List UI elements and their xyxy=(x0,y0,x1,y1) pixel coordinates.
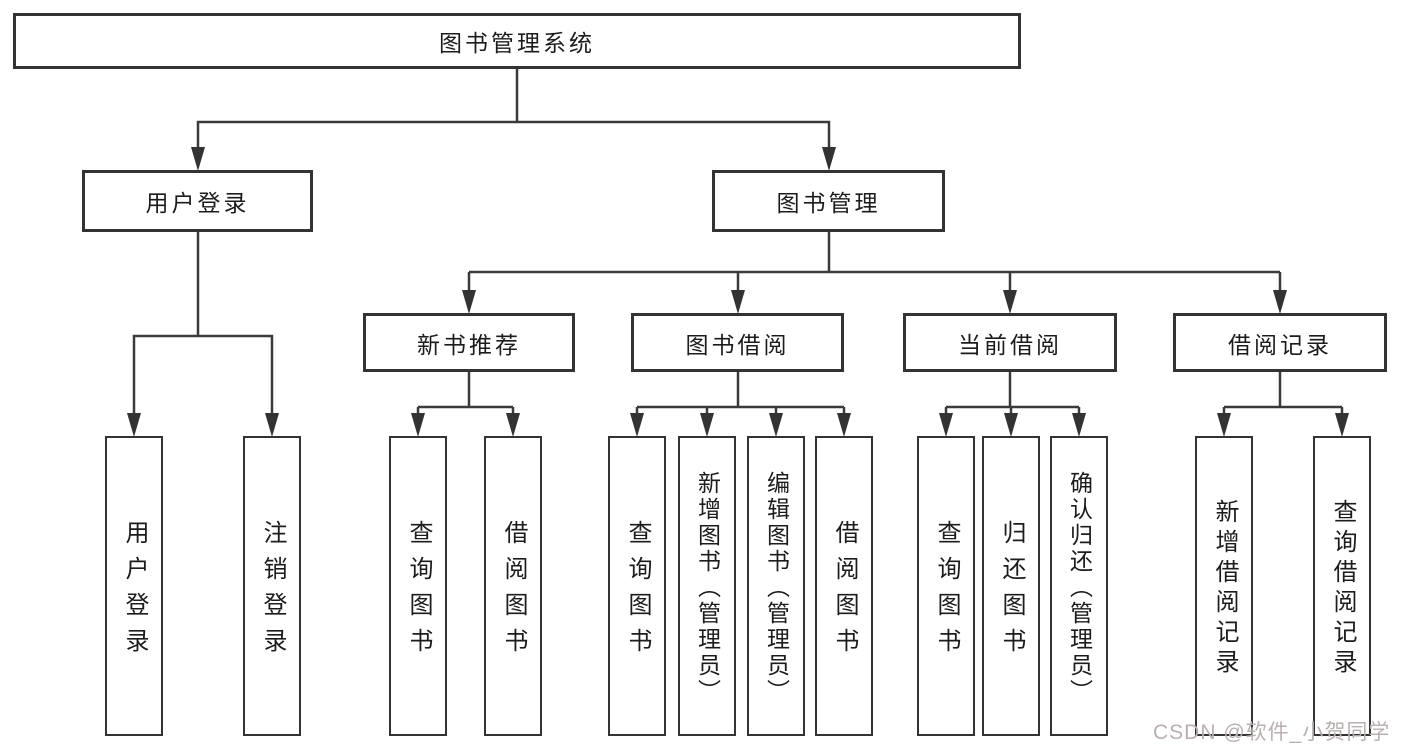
node-user-login-label: 用户登录 xyxy=(145,190,250,216)
node-leaf-records-query-record-label: 查询借阅记录 xyxy=(1329,499,1356,679)
node-leaf-borrow-edit-books-admin: 编辑图书（管理员） xyxy=(747,436,805,736)
node-leaf-user-login-label: 用户登录 xyxy=(121,520,148,664)
node-leaf-borrow-borrow-books: 借阅图书 xyxy=(815,436,873,736)
arrowhead xyxy=(265,413,279,437)
node-current-borrow: 当前借阅 xyxy=(903,313,1117,372)
connector-currentborrow-to-leaves xyxy=(944,372,1081,420)
node-root: 图书管理系统 xyxy=(13,13,1021,69)
node-root-label: 图书管理系统 xyxy=(439,30,595,56)
node-leaf-rec-borrow-books: 借阅图书 xyxy=(484,436,542,736)
arrowhead xyxy=(1335,413,1349,437)
connector-newbookrec-to-leaves xyxy=(416,372,515,420)
arrowhead xyxy=(1217,413,1231,437)
arrowhead xyxy=(1003,290,1017,314)
node-leaf-current-confirm-return-admin-label: 确认归还（管理员） xyxy=(1066,470,1093,705)
node-current-borrow-label: 当前借阅 xyxy=(958,331,1062,358)
node-leaf-borrow-add-books-admin-label: 新增图书（管理员） xyxy=(694,470,721,705)
node-borrow-records-label: 借阅记录 xyxy=(1228,331,1332,358)
arrowhead xyxy=(769,413,783,437)
node-user-login: 用户登录 xyxy=(82,170,313,232)
node-book-management: 图书管理 xyxy=(712,170,945,232)
arrowhead xyxy=(506,413,520,437)
arrowhead xyxy=(822,147,836,171)
node-leaf-rec-borrow-books-label: 借阅图书 xyxy=(500,520,527,664)
node-leaf-current-query-books-label: 查询图书 xyxy=(933,520,960,664)
arrowhead xyxy=(1273,290,1287,314)
node-book-management-label: 图书管理 xyxy=(776,190,881,216)
arrowhead xyxy=(1072,413,1086,437)
node-leaf-records-add-record-label: 新增借阅记录 xyxy=(1211,499,1238,679)
node-leaf-borrow-query-books: 查询图书 xyxy=(608,436,666,736)
arrowhead xyxy=(939,413,953,437)
node-leaf-current-query-books: 查询图书 xyxy=(917,436,975,736)
node-leaf-rec-query-books-label: 查询图书 xyxy=(405,520,432,664)
node-leaf-current-return-books-label: 归还图书 xyxy=(998,520,1025,664)
node-leaf-borrow-borrow-books-label: 借阅图书 xyxy=(831,520,858,664)
connector-borrowrecords-to-leaves xyxy=(1222,372,1344,420)
arrowhead xyxy=(630,413,644,437)
node-leaf-logout-label: 注销登录 xyxy=(259,520,286,664)
node-leaf-logout: 注销登录 xyxy=(243,436,301,736)
arrowhead xyxy=(462,290,476,314)
connector-root-to-level2 xyxy=(196,68,831,152)
node-leaf-current-return-books: 归还图书 xyxy=(982,436,1040,736)
arrowhead xyxy=(191,147,205,171)
arrowhead xyxy=(731,290,745,314)
node-leaf-user-login: 用户登录 xyxy=(105,436,163,736)
node-borrow-records: 借阅记录 xyxy=(1173,313,1387,372)
arrowhead xyxy=(411,413,425,437)
arrowhead xyxy=(1004,413,1018,437)
node-book-borrow-label: 图书借阅 xyxy=(685,331,790,358)
connector-bookborrow-to-leaves xyxy=(635,372,846,420)
node-new-book-recommend: 新书推荐 xyxy=(363,313,575,372)
csdn-watermark: CSDN @软件_小贺同学 xyxy=(1153,721,1391,744)
connector-userlogin-to-leaves xyxy=(132,232,274,420)
node-leaf-records-add-record: 新增借阅记录 xyxy=(1195,436,1253,736)
node-leaf-borrow-add-books-admin: 新增图书（管理员） xyxy=(678,436,736,736)
node-book-borrow: 图书借阅 xyxy=(631,313,844,372)
arrowhead xyxy=(700,413,714,437)
arrowhead xyxy=(127,413,141,437)
node-leaf-current-confirm-return-admin: 确认归还（管理员） xyxy=(1050,436,1108,736)
connector-bookmgmt-to-level3 xyxy=(467,232,1282,294)
node-leaf-rec-query-books: 查询图书 xyxy=(389,436,447,736)
arrowhead xyxy=(837,413,851,437)
node-leaf-borrow-query-books-label: 查询图书 xyxy=(624,520,651,664)
node-leaf-borrow-edit-books-admin-label: 编辑图书（管理员） xyxy=(763,470,790,705)
node-new-book-recommend-label: 新书推荐 xyxy=(417,331,521,358)
node-leaf-records-query-record: 查询借阅记录 xyxy=(1313,436,1371,736)
